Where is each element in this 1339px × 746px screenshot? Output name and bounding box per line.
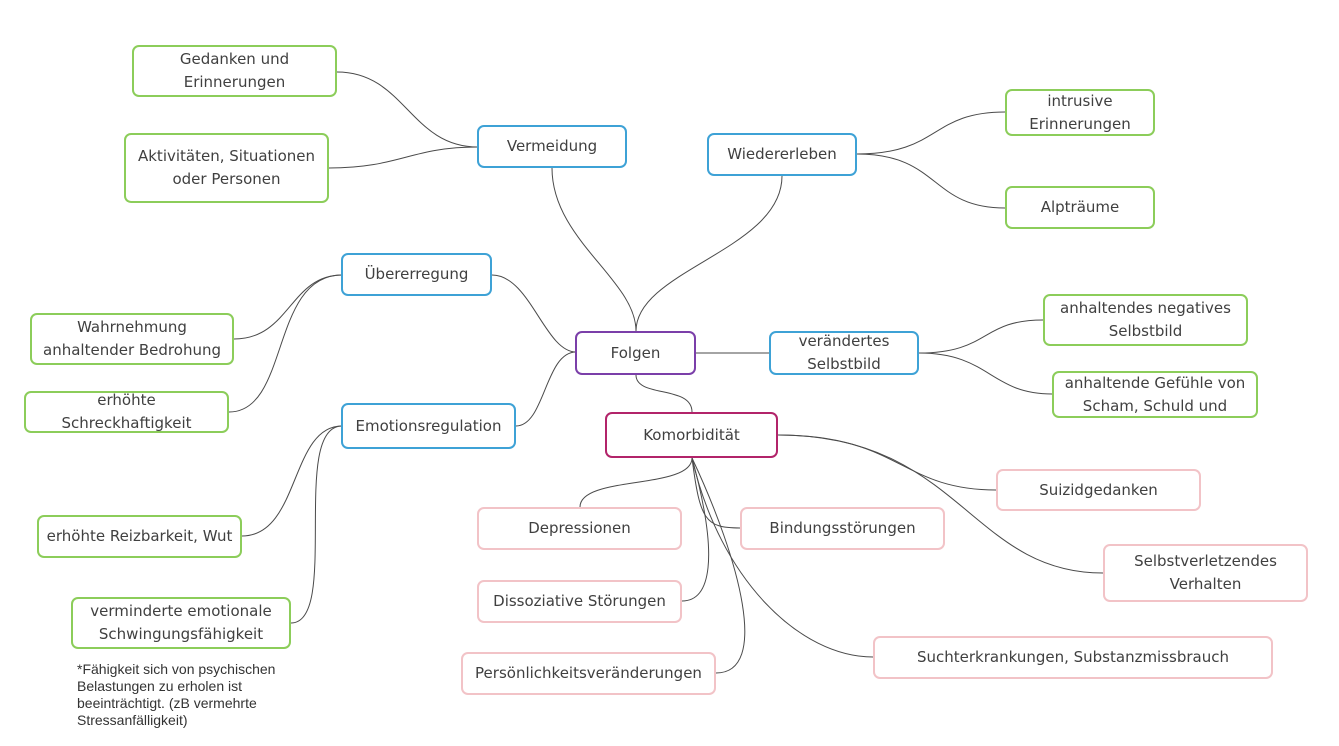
leaf-label: verminderte emotionale Schwingungsfähigk… — [90, 602, 272, 643]
leaf-label: Alpträume — [1040, 198, 1120, 216]
leaf-label: intrusive Erinnerungen — [1029, 91, 1131, 133]
leaf-label: Suizidgedanken — [1039, 480, 1158, 499]
link-root-vermeidung — [551, 167, 637, 332]
category-wiedererleben[interactable]: Wiedererleben — [707, 133, 857, 176]
category-uebererregung[interactable]: Übererregung — [341, 253, 492, 296]
category-komorbiditaet[interactable]: Komorbidität — [605, 412, 778, 458]
leaf-erhoehte-reizbarkeit[interactable]: erhöhte Reizbarkeit, Wut — [37, 515, 242, 558]
leaf-depressionen[interactable]: Depressionen — [477, 507, 682, 550]
leaf-aktivitaeten-situationen[interactable]: Aktivitäten, Situationen oder Personen — [124, 133, 329, 203]
link-komorbiditaet-selbstverletzung — [777, 434, 1104, 574]
link-emotionsregulation-reizbarkeit — [241, 425, 343, 537]
leaf-alptraeume[interactable]: Alpträume — [1005, 186, 1155, 229]
link-selbstbild-negatives — [918, 319, 1044, 354]
link-root-komorbiditaet — [635, 374, 693, 413]
link-komorbiditaet-suizid — [777, 434, 997, 491]
link-vermeidung-aktivitaeten — [328, 146, 479, 169]
leaf-label: anhaltende Gefühle von Scham, Schuld und — [1064, 373, 1246, 415]
leaf-bindungsstoerungen[interactable]: Bindungsstörungen — [740, 507, 945, 550]
link-uebererregung-wahrnehmung — [233, 274, 343, 340]
link-root-emotionsregulation — [515, 351, 577, 427]
link-komorbiditaet-dissoziativ — [681, 457, 710, 602]
link-emotionsregulation-schwingung — [290, 425, 343, 624]
link-komorbiditaet-depressionen — [579, 457, 693, 508]
category-label: Komorbidität — [643, 425, 740, 444]
link-wiedererleben-intrusive — [856, 111, 1006, 155]
category-emotionsregulation[interactable]: Emotionsregulation — [341, 403, 516, 449]
leaf-label: erhöhte Reizbarkeit, Wut — [46, 527, 233, 545]
category-veraendertes-selbstbild[interactable]: verändertes Selbstbild — [769, 331, 919, 375]
leaf-suchterkrankungen[interactable]: Suchterkrankungen, Substanzmissbrauch — [873, 636, 1273, 679]
category-vermeidung[interactable]: Vermeidung — [477, 125, 627, 168]
leaf-label: anhaltendes negatives Selbstbild — [1060, 299, 1231, 340]
link-root-uebererregung — [491, 274, 577, 353]
link-komorbiditaet-persoenlichkeit — [691, 457, 746, 674]
leaf-label: Bindungsstörungen — [769, 519, 916, 537]
leaf-dissoziative-stoerungen[interactable]: Dissoziative Störungen — [477, 580, 682, 623]
leaf-verminderte-schwingungsfaehigkeit[interactable]: verminderte emotionale Schwingungsfähigk… — [71, 597, 291, 649]
leaf-label: Selbstverletzendes Verhalten — [1134, 552, 1277, 593]
link-root-wiedererleben — [635, 175, 783, 332]
link-vermeidung-gedanken — [336, 71, 479, 148]
footnote: *Fähigkeit sich von psychischen Belastun… — [77, 661, 276, 728]
leaf-label: Aktivitäten, Situationen oder Personen — [137, 147, 315, 188]
leaf-label: Depressionen — [528, 519, 631, 537]
category-label: Vermeidung — [506, 137, 598, 155]
leaf-anhaltendes-negatives-selbstbild[interactable]: anhaltendes negatives Selbstbild — [1043, 294, 1248, 346]
leaf-gedanken-und-erinnerungen[interactable]: Gedanken und Erinnerungen — [132, 45, 337, 97]
leaf-label: Suchterkrankungen, Substanzmissbrauch — [916, 648, 1229, 666]
leaf-erhoehte-schreckhaftigkeit[interactable]: erhöhte Schreckhaftigkeit — [24, 391, 229, 433]
root-node-folgen[interactable]: Folgen — [575, 331, 696, 375]
leaf-wahrnehmung-bedrohung[interactable]: Wahrnehmung anhaltender Bedrohung — [30, 313, 234, 365]
leaf-label: Gedanken und Erinnerungen — [179, 50, 290, 91]
leaf-label: Persönlichkeitsveränderungen — [475, 664, 702, 682]
category-label: Übererregung — [364, 265, 469, 283]
leaf-persoenlichkeitsveraenderungen[interactable]: Persönlichkeitsveränderungen — [461, 652, 716, 695]
category-label: verändertes Selbstbild — [798, 332, 890, 373]
category-label: Wiedererleben — [727, 145, 837, 163]
link-selbstbild-gefuehle — [918, 352, 1053, 395]
link-uebererregung-schreckhaftigkeit — [228, 274, 343, 413]
link-wiedererleben-alptraeume — [856, 153, 1006, 209]
leaf-selbstverletzendes-verhalten[interactable]: Selbstverletzendes Verhalten — [1103, 544, 1308, 602]
leaf-anhaltende-gefuehle[interactable]: anhaltende Gefühle von Scham, Schuld und — [1052, 371, 1258, 418]
category-label: Emotionsregulation — [355, 416, 502, 435]
leaf-suizidgedanken[interactable]: Suizidgedanken — [996, 469, 1201, 511]
link-komorbiditaet-bindung — [691, 457, 741, 529]
link-komorbiditaet-sucht — [691, 457, 874, 658]
leaf-intrusive-erinnerungen[interactable]: intrusive Erinnerungen — [1005, 89, 1155, 136]
root-label: Folgen — [610, 343, 661, 362]
leaf-label: Wahrnehmung anhaltender Bedrohung — [43, 318, 221, 359]
leaf-label: erhöhte Schreckhaftigkeit — [61, 391, 192, 432]
leaf-label: Dissoziative Störungen — [493, 592, 666, 610]
